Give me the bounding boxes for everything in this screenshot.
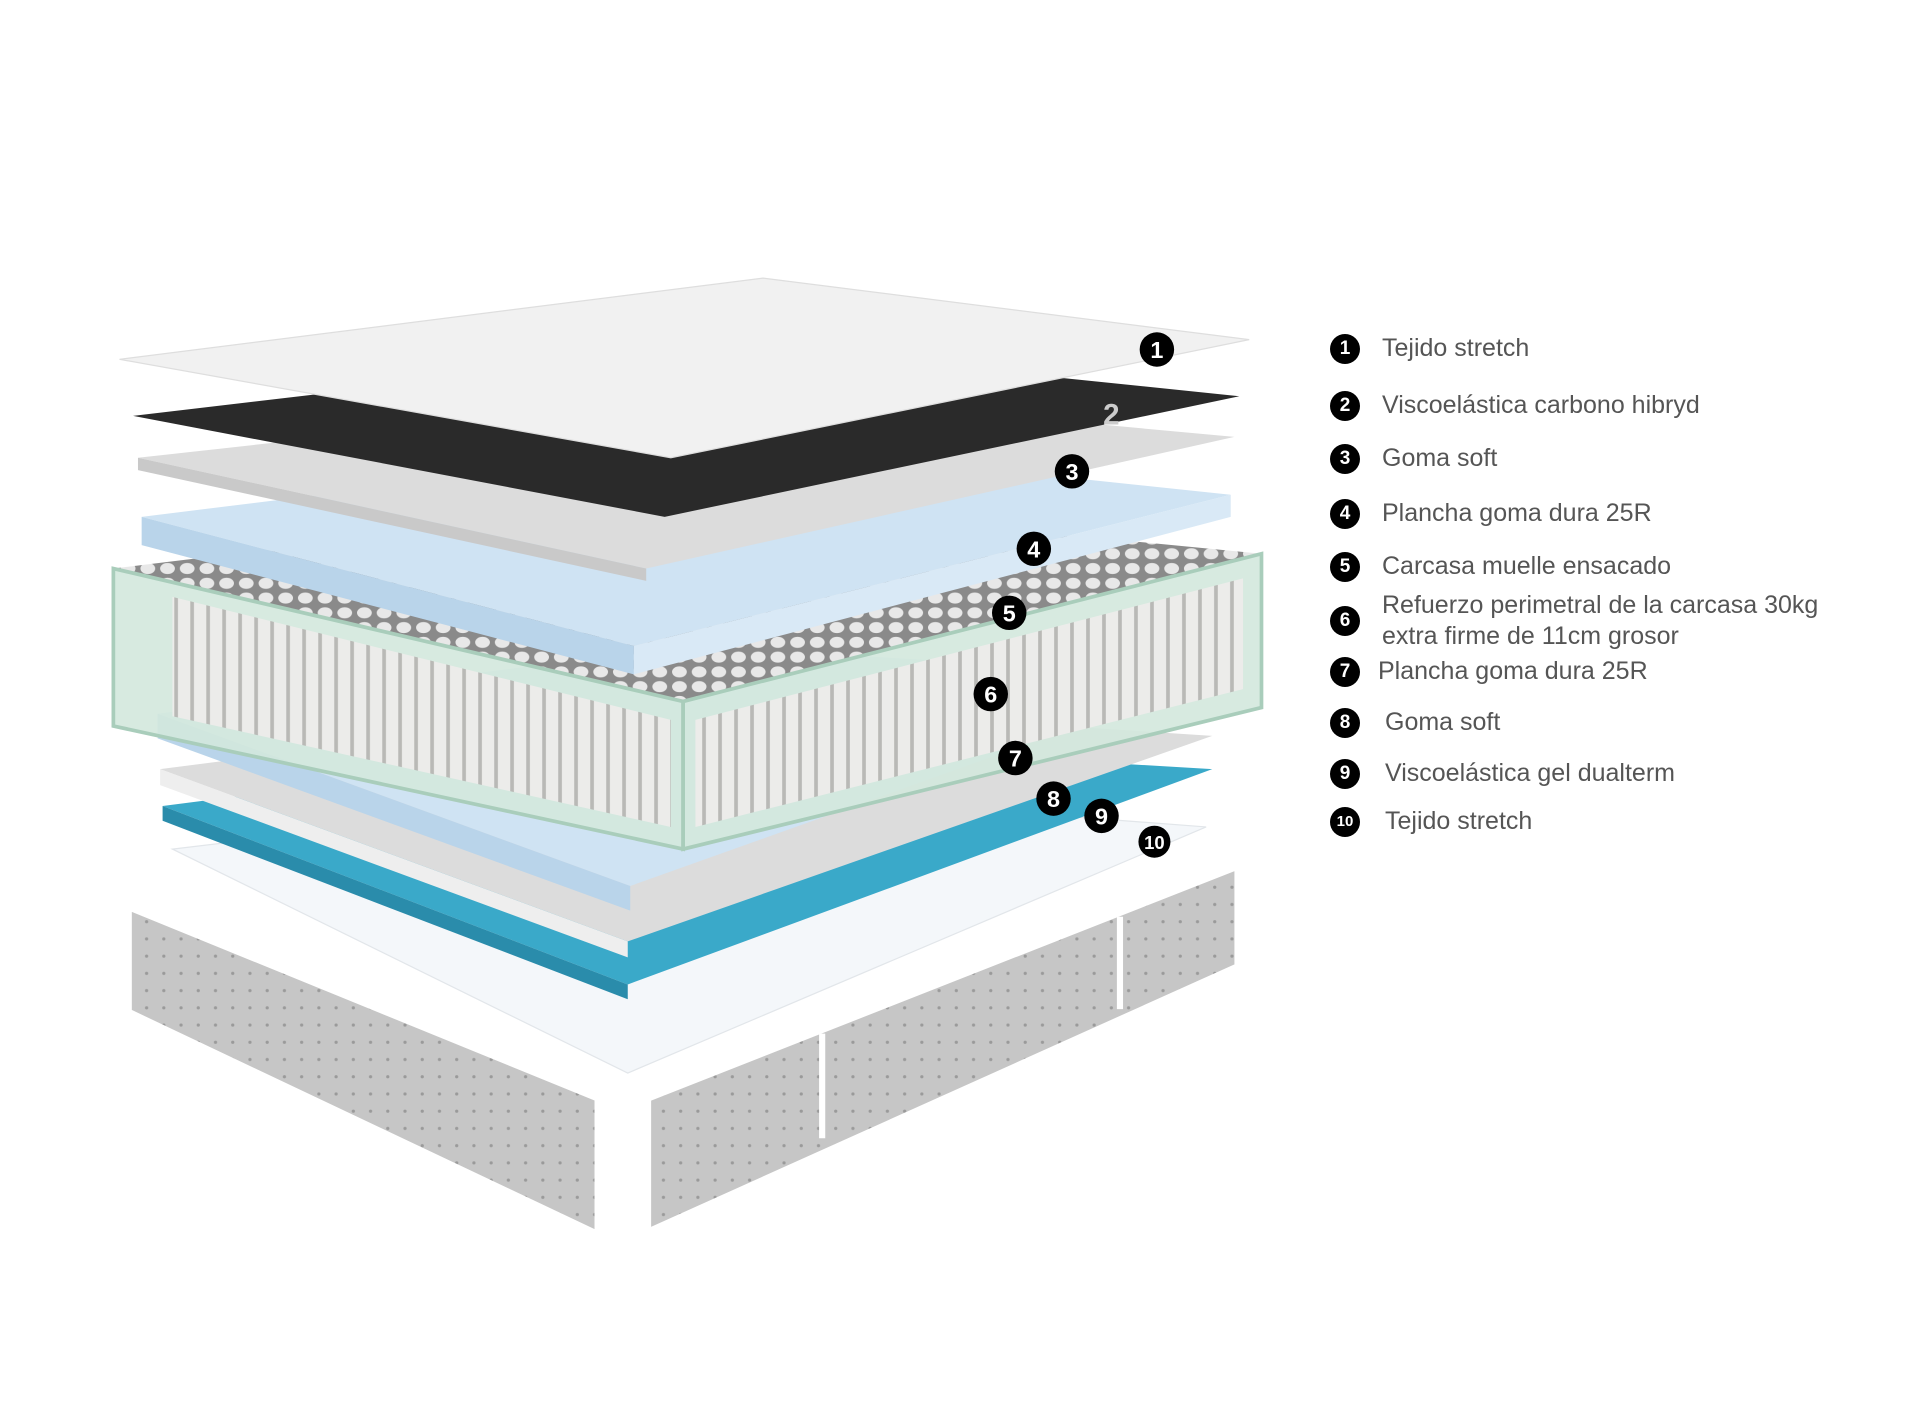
legend-item: 4 Plancha goma dura 25R <box>1330 498 1652 529</box>
marker-9: 9 <box>1084 798 1119 834</box>
legend-item: 6 Refuerzo perimetral de la carcasa 30kg e… <box>1330 590 1818 652</box>
legend-label: Goma soft <box>1382 444 1498 472</box>
svg-text:7: 7 <box>1009 746 1022 772</box>
legend-label: Goma soft <box>1385 708 1501 736</box>
legend-item: 9 Viscoelástica gel dualterm <box>1330 758 1675 789</box>
legend-item: 8 Goma soft <box>1330 707 1500 738</box>
number-badge: 7 <box>1330 656 1360 687</box>
legend-label: Carcasa muelle ensacado <box>1382 552 1672 580</box>
svg-text:4: 4 <box>1027 536 1040 562</box>
svg-text:2: 2 <box>1103 399 1119 432</box>
number-badge: 1 <box>1330 333 1360 364</box>
legend-item: 10 Tejido stretch <box>1330 806 1532 837</box>
marker-6: 6 <box>973 676 1008 712</box>
marker-7: 7 <box>998 740 1033 776</box>
legend-label: Plancha goma dura 25R <box>1378 657 1648 685</box>
layer-1-fabric <box>119 277 1250 459</box>
marker-10: 10 <box>1138 825 1171 858</box>
marker-8: 8 <box>1036 781 1071 816</box>
legend-label: Plancha goma dura 25R <box>1382 499 1652 527</box>
svg-text:3: 3 <box>1065 459 1078 485</box>
number-badge: 4 <box>1330 498 1360 529</box>
layer-markers: 1 2 3 4 5 6 7 8 9 10 <box>973 332 1175 858</box>
number-badge: 8 <box>1330 707 1360 738</box>
svg-text:10: 10 <box>1144 832 1165 853</box>
svg-text:9: 9 <box>1095 803 1108 829</box>
legend-item: 2 Viscoelástica carbono hibryd <box>1330 390 1700 421</box>
number-badge: 10 <box>1330 806 1360 837</box>
legend-label: Refuerzo perimetral de la carcasa 30kg <box>1382 591 1819 619</box>
number-badge: 6 <box>1330 606 1360 636</box>
marker-5: 5 <box>991 595 1027 631</box>
legend-label: Viscoelástica carbono hibryd <box>1382 391 1700 419</box>
marker-2: 2 <box>1103 399 1119 432</box>
number-badge: 3 <box>1330 443 1360 474</box>
base-cover <box>126 863 1240 1237</box>
legend-item: 3 Goma soft <box>1330 443 1497 474</box>
legend-item: 5 Carcasa muelle ensacado <box>1330 551 1671 582</box>
svg-text:6: 6 <box>984 682 997 708</box>
svg-text:1: 1 <box>1150 337 1163 363</box>
legend-item: 1 Tejido stretch <box>1330 333 1529 364</box>
marker-1: 1 <box>1139 332 1175 367</box>
legend-label-line2: extra firme de 11cm grosor <box>1382 622 1679 650</box>
number-badge: 5 <box>1330 551 1360 582</box>
legend-label: Tejido stretch <box>1382 334 1530 362</box>
svg-text:5: 5 <box>1003 600 1016 626</box>
legend-item: 7 Plancha goma dura 25R <box>1330 656 1648 687</box>
legend-label: Tejido stretch <box>1385 807 1533 835</box>
number-badge: 9 <box>1330 758 1360 789</box>
marker-3: 3 <box>1054 454 1090 489</box>
legend-label: Viscoelástica gel dualterm <box>1385 759 1675 787</box>
svg-text:8: 8 <box>1047 786 1060 812</box>
number-badge: 2 <box>1330 390 1360 421</box>
marker-4: 4 <box>1016 531 1052 567</box>
